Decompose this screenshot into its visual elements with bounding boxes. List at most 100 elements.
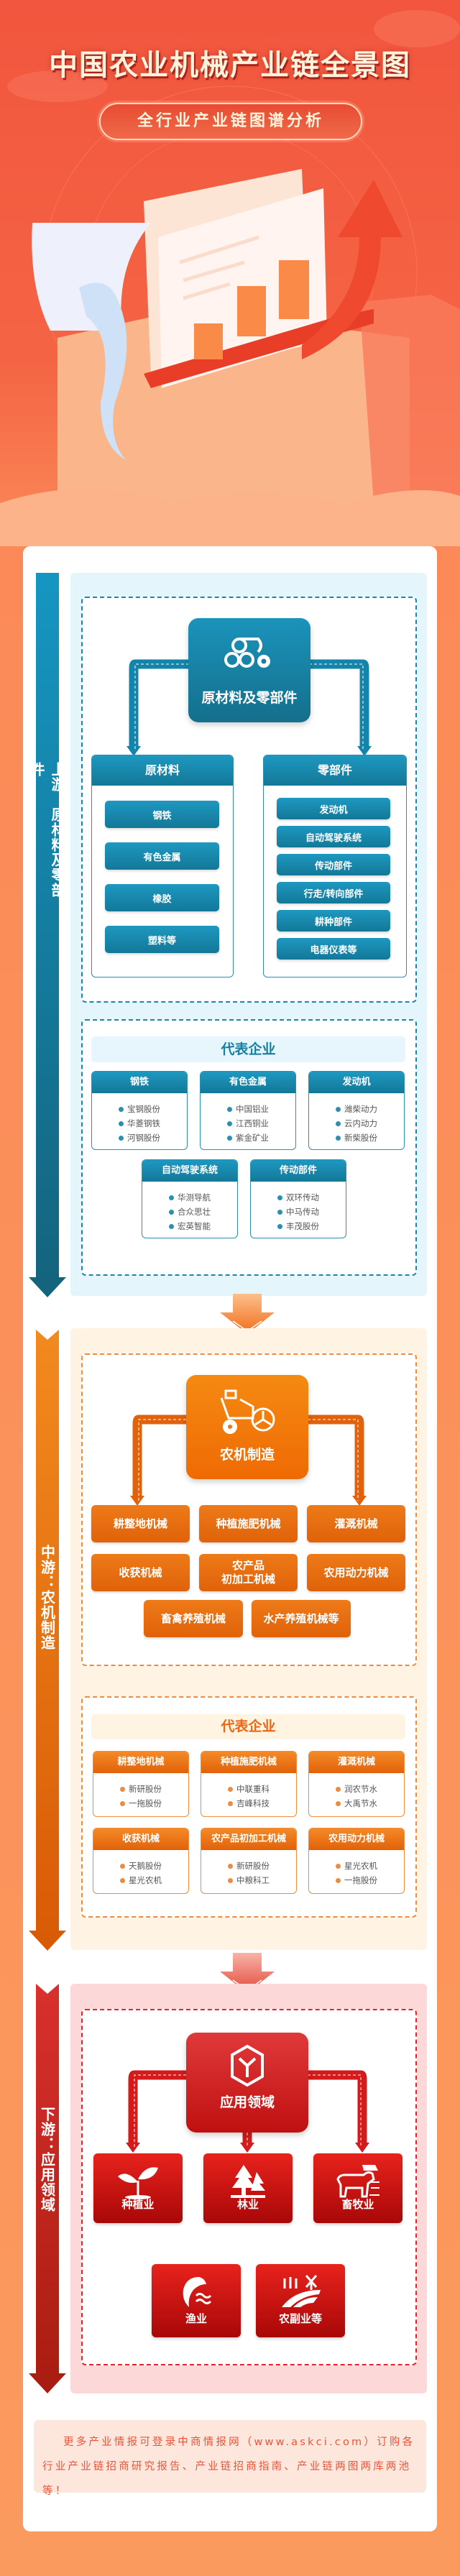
item-label: 发动机	[319, 804, 348, 816]
enterprise-card-title: 农产品初加工机械	[201, 1828, 296, 1850]
company-name: 云内动力	[336, 1116, 377, 1131]
upstream-hub-label: 原材料及零部件	[201, 690, 298, 706]
enterprise-card: 钢铁宝钢股份华菱钢铁河钢股份	[91, 1071, 188, 1150]
item-label: 种植业	[121, 2198, 155, 2211]
raw-material-item[interactable]: 有色金属	[105, 842, 219, 870]
tractor-icon	[220, 1389, 275, 1434]
upstream-hub: 原材料及零部件	[188, 618, 310, 722]
company-name: 中联重科	[228, 1782, 270, 1796]
downstream-connectors	[126, 2070, 369, 2153]
enterprise-card: 灌溉机械润农节水大禹节水	[308, 1751, 405, 1817]
company-name: 宏英智能	[169, 1219, 211, 1233]
machinery-category[interactable]: 农产品 初加工机械	[199, 1554, 298, 1591]
enterprise-card: 传动部件双环传动中马传动丰茂股份	[250, 1159, 346, 1238]
midstream-enterprises-title: 代表企业	[91, 1714, 405, 1739]
item-label: 橡胶	[152, 893, 172, 905]
item-label: 自动驾驶系统	[305, 832, 362, 844]
company-name: 双环传动	[277, 1190, 319, 1205]
item-label: 水产养殖机械等	[263, 1611, 339, 1625]
livestock-icon	[336, 2165, 380, 2198]
machinery-category[interactable]: 收获机械	[91, 1554, 190, 1591]
raw-material-item[interactable]: 钢铁	[105, 801, 219, 828]
company-name: 大禹节水	[336, 1796, 377, 1811]
enterprise-card: 自动驾驶系统华测导航合众思壮宏英智能	[142, 1159, 238, 1238]
item-label: 传动部件	[314, 860, 352, 872]
windmill-field-icon	[282, 2275, 321, 2307]
machinery-category[interactable]: 种植施肥机械	[199, 1505, 298, 1542]
midstream-hub-label: 农机制造	[219, 1447, 275, 1463]
item-label: 塑料等	[147, 935, 176, 947]
item-label: 灌溉机械	[334, 1517, 378, 1530]
group-title: 原材料	[92, 755, 233, 786]
enterprise-card-title: 灌溉机械	[309, 1752, 404, 1773]
company-name: 星光农机	[120, 1873, 162, 1887]
downstream-hub: 应用领域	[186, 2033, 308, 2133]
company-name: 新柴股份	[336, 1131, 377, 1145]
trees-icon	[231, 2165, 265, 2198]
company-name: 潍柴动力	[336, 1102, 377, 1116]
machinery-category[interactable]: 灌溉机械	[307, 1505, 405, 1542]
raw-material-item[interactable]: 橡胶	[105, 884, 219, 911]
application-field[interactable]: 渔业	[152, 2264, 241, 2337]
midstream-label: 中游：农机制造	[38, 1545, 56, 1650]
item-label: 畜禽养殖机械	[160, 1611, 226, 1625]
downstream-hub-label: 应用领域	[219, 2094, 275, 2110]
upstream-arrow	[29, 573, 66, 1297]
downstream-arrow	[29, 1984, 66, 2393]
enterprise-card: 农产品初加工机械新研股份中粮科工	[201, 1828, 297, 1894]
enterprise-card-title: 种植施肥机械	[201, 1752, 296, 1773]
machinery-category[interactable]: 水产养殖机械等	[252, 1600, 351, 1637]
item-label: 农产品 初加工机械	[221, 1559, 275, 1586]
company-name: 吉峰科技	[228, 1796, 270, 1811]
application-field[interactable]: 种植业	[93, 2153, 183, 2223]
component-item[interactable]: 行走/转向部件	[277, 882, 390, 903]
company-name: 河钢股份	[119, 1131, 160, 1145]
enterprise-card-title: 发动机	[309, 1072, 404, 1093]
component-item[interactable]: 传动部件	[277, 854, 390, 875]
company-name: 江西铜业	[227, 1116, 269, 1131]
machinery-category[interactable]: 畜禽养殖机械	[144, 1600, 243, 1637]
item-label: 耕种部件	[314, 916, 352, 928]
item-label: 渔业	[185, 2312, 207, 2325]
company-name: 丰茂股份	[277, 1219, 319, 1233]
raw-material-item[interactable]: 塑料等	[105, 926, 219, 953]
machinery-category[interactable]: 耕整地机械	[91, 1505, 190, 1542]
enterprise-card-title: 耕整地机械	[93, 1752, 188, 1773]
header-illustration	[0, 10, 460, 546]
enterprise-card: 种植施肥机械中联重科吉峰科技	[201, 1751, 297, 1817]
company-name: 中国铝业	[227, 1102, 269, 1116]
company-name: 一拖股份	[336, 1873, 377, 1887]
item-label: 收获机械	[119, 1565, 162, 1579]
application-field[interactable]: 畜牧业	[313, 2153, 402, 2223]
enterprise-card-title: 自动驾驶系统	[142, 1160, 237, 1182]
upstream-connectors	[126, 659, 372, 756]
item-label: 耕整地机械	[113, 1517, 167, 1530]
pipes-gear-icon	[224, 638, 270, 668]
company-name: 天鹅股份	[120, 1859, 162, 1873]
item-label: 行走/转向部件	[303, 888, 364, 900]
company-name: 中粮科工	[228, 1873, 270, 1887]
footer-note: 更多产业情报可登录中商情报网（www.askci.com）订购各行业产业链招商研…	[34, 2420, 426, 2497]
enterprise-card-title: 传动部件	[251, 1160, 346, 1182]
component-item[interactable]: 发动机	[277, 798, 390, 819]
page-subtitle: 全行业产业链图谱分析	[137, 112, 324, 130]
upstream-enterprises-title: 代表企业	[91, 1036, 405, 1062]
sprout-icon	[118, 2167, 158, 2199]
enterprise-card: 耕整地机械新研股份一拖股份	[93, 1751, 189, 1817]
company-name: 星光农机	[336, 1859, 377, 1873]
enterprise-card-title: 有色金属	[201, 1072, 295, 1093]
item-label: 畜牧业	[341, 2198, 374, 2211]
company-name: 华菱钢铁	[119, 1116, 160, 1131]
application-field[interactable]: 林业	[203, 2153, 293, 2223]
cube-icon	[231, 2044, 264, 2087]
company-name: 合众思壮	[169, 1205, 211, 1219]
enterprise-card-title: 农用动力机械	[309, 1828, 404, 1850]
item-label: 种植施肥机械	[216, 1517, 281, 1530]
component-item[interactable]: 自动驾驶系统	[277, 826, 390, 847]
midstream-hub: 农机制造	[186, 1375, 308, 1479]
component-item[interactable]: 电器仪表等	[277, 938, 390, 960]
item-label: 农用动力机械	[323, 1565, 389, 1579]
machinery-category[interactable]: 农用动力机械	[307, 1554, 405, 1591]
component-item[interactable]: 耕种部件	[277, 910, 390, 932]
application-field[interactable]: 农副业等	[256, 2264, 345, 2337]
